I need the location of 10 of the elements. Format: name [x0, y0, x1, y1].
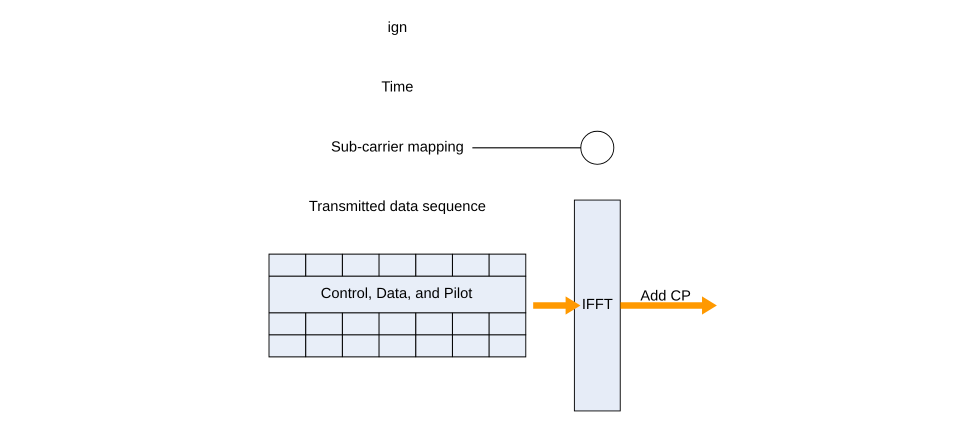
- label: ign: [388, 20, 408, 36]
- edge-label: Add CP: [640, 288, 691, 305]
- arrow: [533, 296, 580, 315]
- label: Time: [381, 80, 414, 96]
- node-text: Sub-carrier mapping: [331, 139, 464, 156]
- node-box: IFFT: [574, 200, 621, 412]
- node-circle: [580, 130, 614, 165]
- connector: [472, 147, 581, 148]
- arrow: [620, 296, 717, 315]
- node-label: Transmitted data sequence: [308, 198, 486, 215]
